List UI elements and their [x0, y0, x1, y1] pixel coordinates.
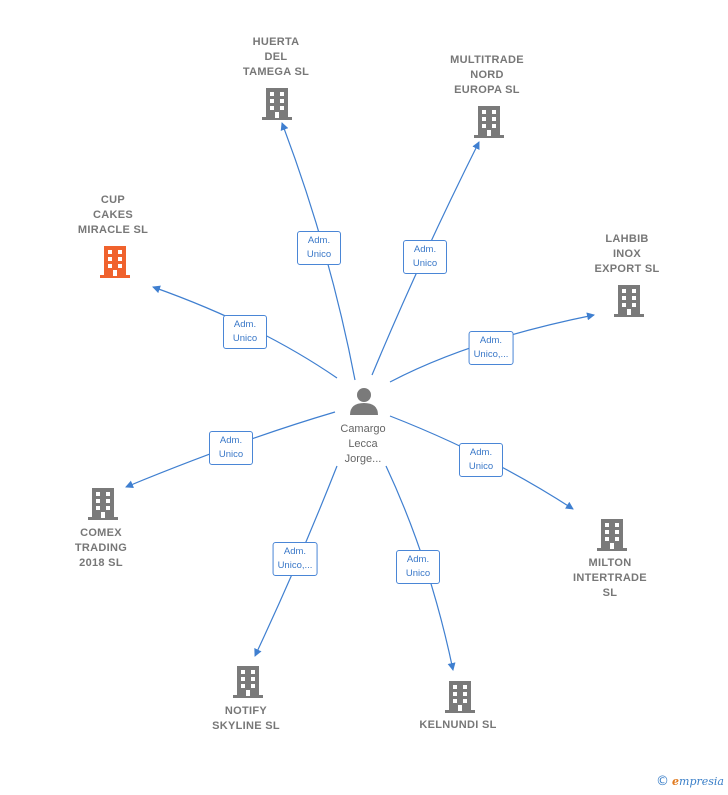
- brand-watermark: ©empresia: [656, 774, 724, 789]
- brand-initial: e: [672, 775, 680, 788]
- building-icon-multitrade[interactable]: [474, 104, 504, 138]
- brand-name: mpresia: [679, 775, 724, 788]
- person-icon[interactable]: [349, 386, 379, 416]
- relation-label-cupcakes[interactable]: Adm. Unico: [223, 315, 267, 349]
- building-icon-notify[interactable]: [233, 664, 263, 698]
- company-name-cupcakes[interactable]: CUP CAKES MIRACLE SL: [77, 194, 149, 236]
- person-name[interactable]: Camargo Lecca Jorge...: [340, 423, 386, 465]
- company-name-kelnundi[interactable]: KELNUNDI SL: [419, 719, 497, 731]
- building-icon-lahbib[interactable]: [614, 283, 644, 317]
- relation-label-comex[interactable]: Adm. Unico: [209, 431, 253, 465]
- relation-label-kelnundi[interactable]: Adm. Unico: [396, 550, 440, 584]
- company-name-multitrade[interactable]: MULTITRADE NORD EUROPA SL: [450, 54, 524, 96]
- relation-label-milton[interactable]: Adm. Unico: [459, 443, 503, 477]
- building-icon-huerta[interactable]: [262, 86, 292, 120]
- company-name-comex[interactable]: COMEX TRADING 2018 SL: [74, 527, 128, 569]
- relation-label-lahbib[interactable]: Adm. Unico,...: [468, 331, 514, 365]
- building-icon-kelnundi[interactable]: [445, 679, 475, 713]
- building-icon-comex[interactable]: [88, 486, 118, 520]
- copyright-symbol: ©: [656, 774, 670, 789]
- company-name-milton[interactable]: MILTON INTERTRADE SL: [573, 557, 647, 599]
- relation-label-huerta[interactable]: Adm. Unico: [297, 231, 341, 265]
- building-icon-milton[interactable]: [597, 517, 627, 551]
- relation-label-notify[interactable]: Adm. Unico,...: [272, 542, 318, 576]
- company-name-lahbib[interactable]: LAHBIB INOX EXPORT SL: [594, 233, 660, 275]
- company-name-notify[interactable]: NOTIFY SKYLINE SL: [212, 705, 280, 732]
- company-name-huerta[interactable]: HUERTA DEL TAMEGA SL: [242, 36, 310, 78]
- relation-label-multitrade[interactable]: Adm. Unico: [403, 240, 447, 274]
- building-icon-cupcakes[interactable]: [100, 244, 130, 278]
